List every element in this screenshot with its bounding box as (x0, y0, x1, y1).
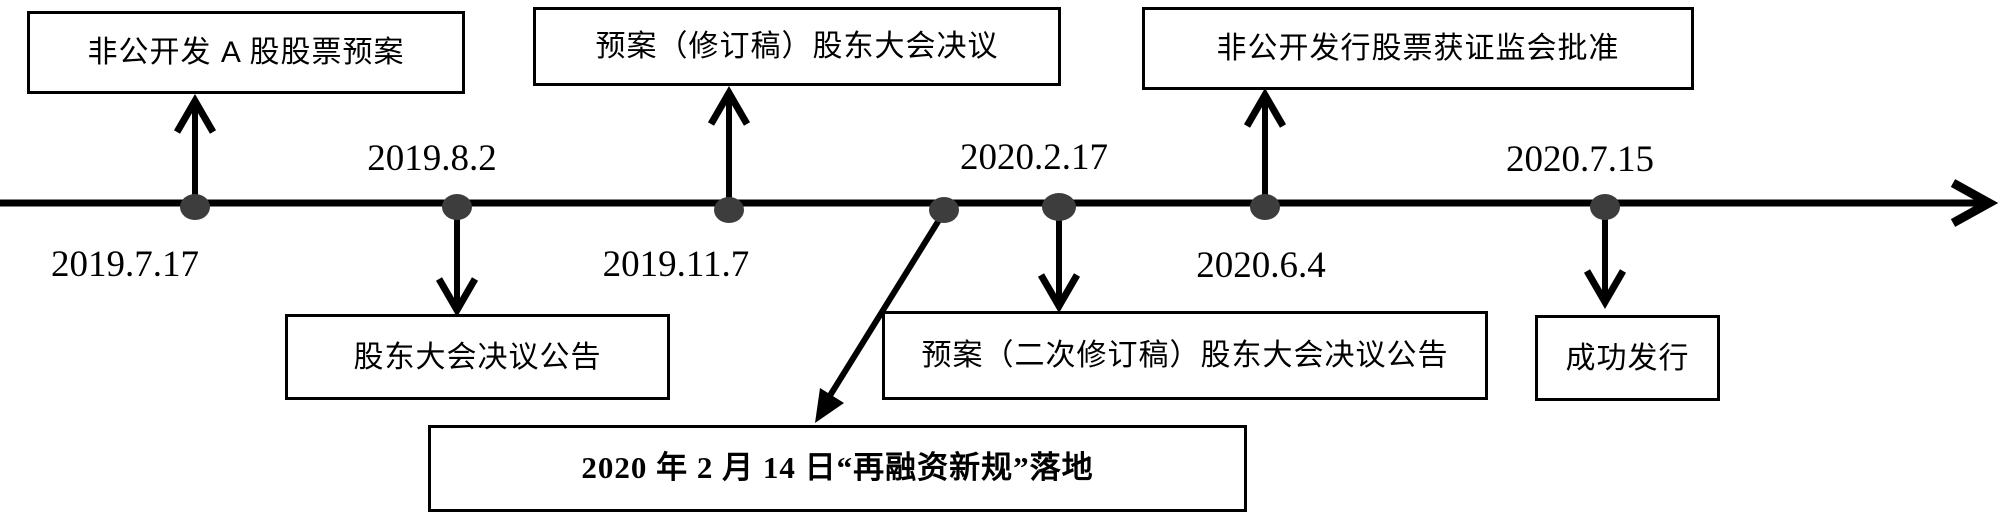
timeline-axis-arrowhead-icon (1950, 179, 1999, 227)
arrowhead-diagonal-refinancing-rules-icon (815, 388, 844, 423)
arrowhead-up-plan-proposal-icon (173, 94, 217, 134)
timeline-dot-2020-2-17 (1042, 193, 1076, 221)
timeline-dot-2020-7-15 (1590, 194, 1620, 220)
timeline-dot-2019-11-7 (714, 197, 744, 223)
connector-diagonal-refinancing-rules (823, 210, 947, 404)
event-box-shareholder-resolution-announcement: 股东大会决议公告 (285, 314, 670, 400)
date-label-2020-2-17: 2020.2.17 (960, 137, 1108, 178)
arrowhead-up-csrc-approval-icon (1243, 88, 1287, 128)
arrowhead-down-resolution-announcement-icon (435, 277, 479, 317)
arrowhead-down-second-revision-icon (1037, 273, 1081, 313)
event-box-second-revision-announcement: 预案（二次修订稿）股东大会决议公告 (882, 311, 1488, 400)
date-label-2019-11-7: 2019.11.7 (602, 244, 750, 285)
date-label-2019-7-17: 2019.7.17 (51, 244, 199, 285)
event-box-revised-plan-resolution: 预案（修订稿）股东大会决议 (533, 7, 1061, 86)
date-label-2020-6-4: 2020.6.4 (1196, 245, 1326, 286)
timeline-dot-2019-8-2 (442, 194, 472, 220)
event-box-successful-issuance: 成功发行 (1535, 315, 1720, 401)
date-label-2019-8-2: 2019.8.2 (367, 138, 497, 179)
timeline-dot-2020-6-4 (1250, 194, 1280, 220)
event-box-refinancing-rules: 2020 年 2 月 14 日“再融资新规”落地 (428, 425, 1247, 512)
arrowhead-up-revised-plan-icon (707, 86, 751, 126)
event-box-csrc-approval: 非公开发行股票获证监会批准 (1142, 7, 1694, 90)
event-box-private-placement-plan: 非公开发 A 股股票预案 (27, 11, 465, 94)
date-label-2020-7-15: 2020.7.15 (1506, 139, 1654, 180)
timeline-dot-2019-7-17 (180, 194, 210, 220)
timeline-dot-2020-2-14 (929, 197, 959, 223)
arrowhead-down-successful-issuance-icon (1583, 269, 1627, 309)
